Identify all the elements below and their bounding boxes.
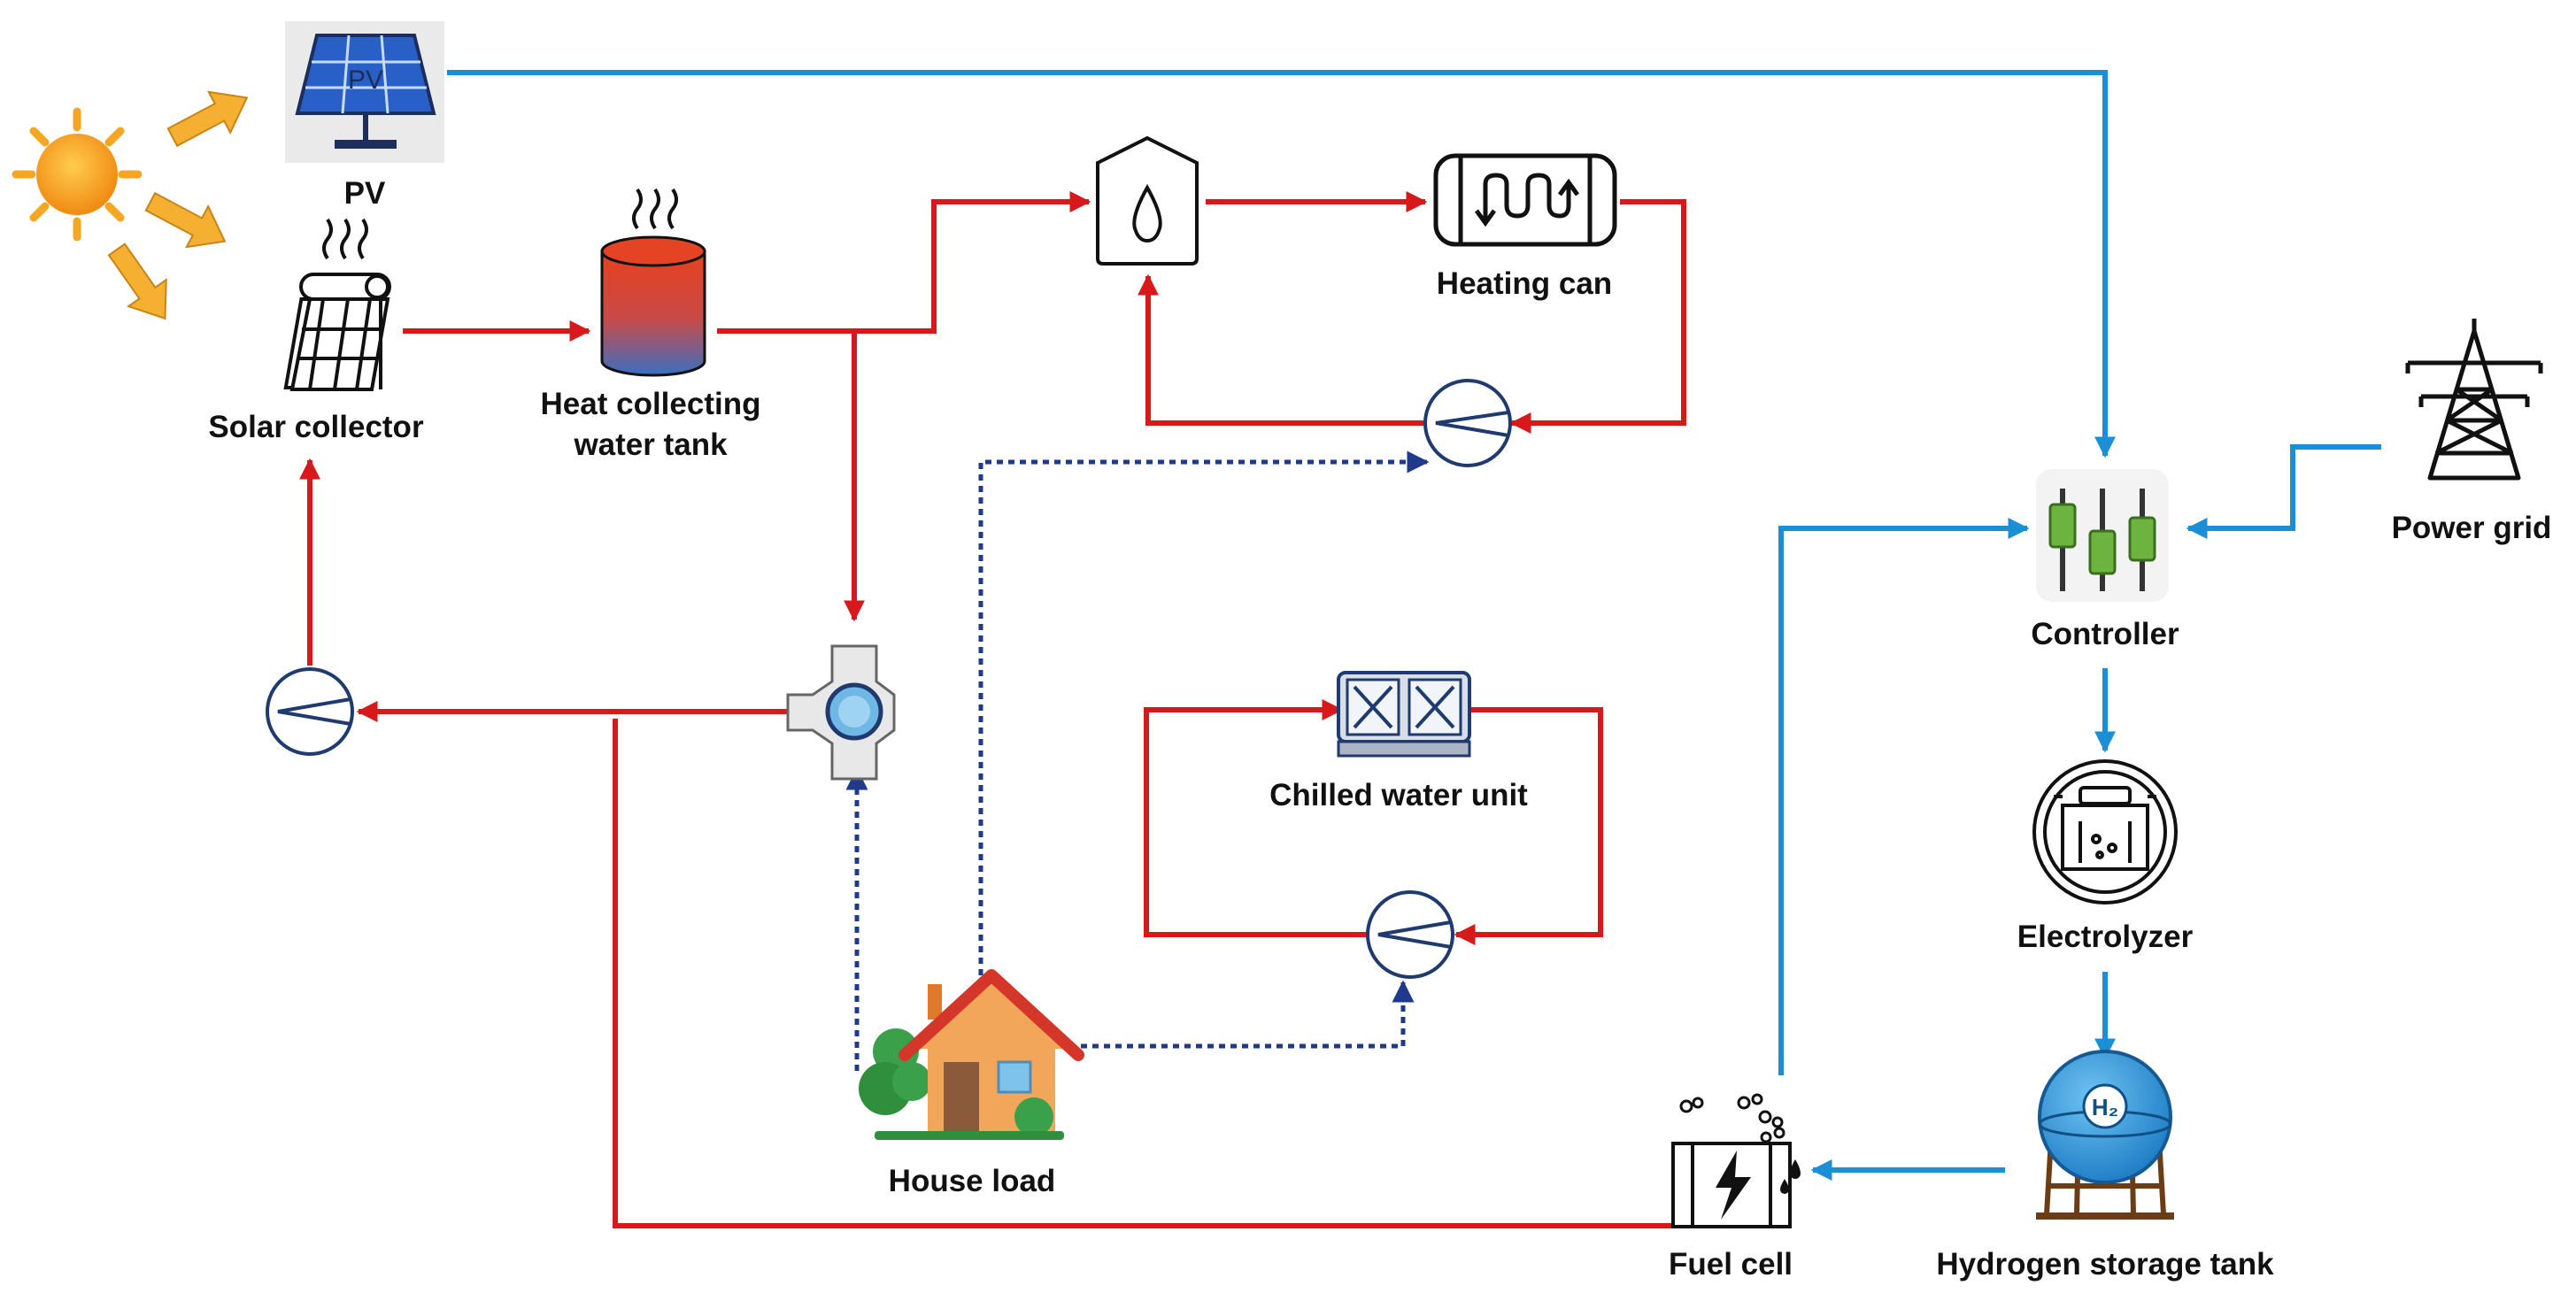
controller-icon xyxy=(2036,469,2169,602)
collector-pump-icon xyxy=(266,667,354,756)
chilled-water-unit-icon xyxy=(1337,671,1471,758)
pv-label: PV xyxy=(344,176,386,211)
house-to-heating-pump-signal xyxy=(978,450,1430,975)
electrolyzer-label: Electrolyzer xyxy=(2017,920,2194,954)
h2-symbol: H₂ xyxy=(2092,1094,2118,1120)
pv-to-controller-line xyxy=(447,70,2116,458)
power-grid-icon xyxy=(2405,319,2543,481)
sun-icon xyxy=(12,107,143,242)
three-way-valve-icon xyxy=(786,644,896,781)
chiller-pump-icon xyxy=(1366,890,1454,979)
heat-tank-icon xyxy=(600,188,706,377)
electric-lines xyxy=(447,70,2381,1181)
hydrogen-tank-label: Hydrogen storage tank xyxy=(1936,1247,2274,1282)
pv-panel-text: PV xyxy=(348,65,383,95)
heating-can-label: Heating can xyxy=(1437,266,1612,301)
heatingcan-to-pump-line xyxy=(1509,199,1686,434)
solar-collector-label: Solar collector xyxy=(208,410,424,444)
sun-ray-arrows xyxy=(107,90,249,320)
electrolyzer-icon xyxy=(2032,759,2178,905)
fuel-cell-label: Fuel cell xyxy=(1669,1247,1793,1282)
fuelcell-return-line xyxy=(613,719,1733,1228)
heat-tank-label-line2: water tank xyxy=(573,427,728,462)
heating-can-icon xyxy=(1433,153,1617,247)
house-icon xyxy=(859,969,1084,1140)
fuelcell-to-controller-line xyxy=(1778,518,2030,1075)
thermal-lines xyxy=(299,191,1733,1228)
house-load-label: House load xyxy=(889,1164,1056,1198)
signal-lines xyxy=(845,450,1430,1071)
boiler-icon xyxy=(1096,135,1199,266)
chiller-loop-line xyxy=(1465,707,1603,937)
pump-to-boiler-line xyxy=(1138,273,1423,426)
house-to-chiller-pump-signal xyxy=(1069,980,1415,1049)
controller-label: Controller xyxy=(2031,617,2179,651)
fuel-cell-icon xyxy=(1671,1093,1801,1228)
power-grid-label: Power grid xyxy=(2392,511,2552,545)
heating-pump-icon xyxy=(1423,379,1512,467)
heat-tank-label-line1: Heat collecting xyxy=(541,387,761,421)
tank-to-boiler-line xyxy=(717,191,1091,334)
pv-panel-icon: PV xyxy=(285,21,444,163)
solar-collector-icon xyxy=(283,218,391,391)
chilled-water-unit-label: Chilled water unit xyxy=(1269,778,1528,812)
hydrogen-tank-icon: H₂ xyxy=(2036,1050,2174,1220)
chiller-pump-to-unit-line xyxy=(1144,699,1368,937)
grid-to-controller-line xyxy=(2186,444,2381,539)
